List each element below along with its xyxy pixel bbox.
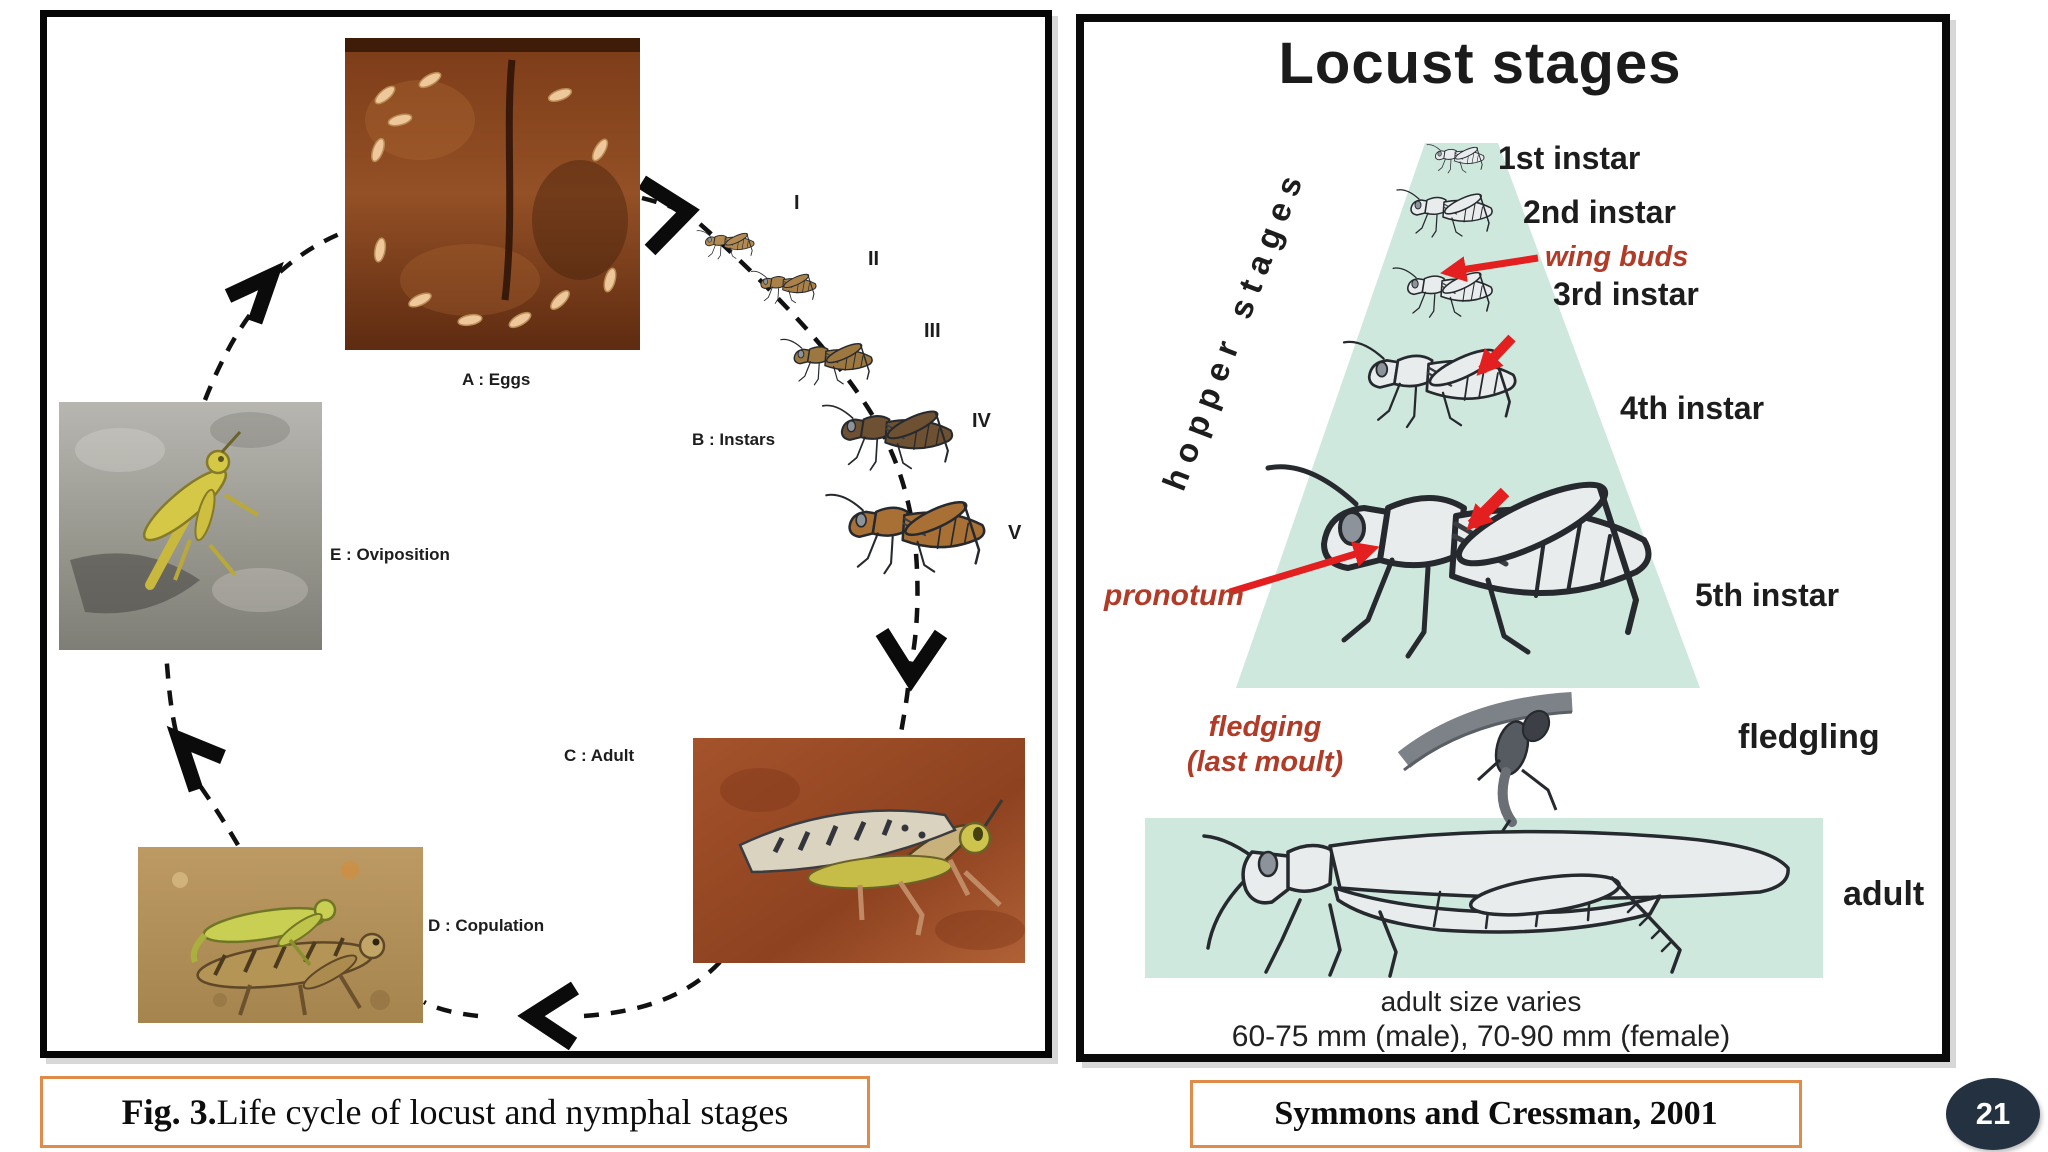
stage-1st-instar: 1st instar xyxy=(1498,140,1641,176)
size-note: adult size varies 60-75 mm (male), 70-90… xyxy=(1181,986,1781,1054)
label-copulation: D : Copulation xyxy=(428,916,545,935)
label-adult: C : Adult xyxy=(564,746,635,765)
fledging-note: fledging (last moult) xyxy=(1150,710,1380,780)
figure-caption: Fig. 3. Life cycle of locust and nymphal… xyxy=(40,1076,870,1148)
fledgling-label: fledgling xyxy=(1738,718,1880,756)
size-note-line1: adult size varies xyxy=(1380,986,1582,1017)
stage-4th-instar: 4th instar xyxy=(1620,390,1765,426)
size-note-line2: 60-75 mm (male), 70-90 mm (female) xyxy=(1231,1020,1731,1053)
numeral-5: V xyxy=(1008,522,1022,544)
pronotum-label: pronotum xyxy=(1104,579,1244,612)
numeral-3: III xyxy=(924,320,941,342)
stage-2nd-instar: 2nd instar xyxy=(1523,194,1676,230)
page-number-badge: 21 xyxy=(1946,1078,2040,1150)
right-panel-title: Locust stages xyxy=(1278,31,1682,96)
figure-caption-number: Fig. 3. xyxy=(121,1092,217,1132)
stage-5th-instar: 5th instar xyxy=(1695,577,1840,613)
wing-buds-label: wing buds xyxy=(1545,241,1689,273)
fledging-line2: (last moult) xyxy=(1186,745,1344,778)
label-oviposition: E : Oviposition xyxy=(330,545,450,564)
figure-caption-text: Life cycle of locust and nymphal stages xyxy=(216,1092,789,1132)
life-cycle-panel xyxy=(40,10,1052,1058)
numeral-4: IV xyxy=(972,410,991,432)
label-eggs: A : Eggs xyxy=(462,370,531,389)
adult-label: adult xyxy=(1843,875,1925,913)
label-instars: B : Instars xyxy=(692,430,776,449)
fledging-line1: fledging xyxy=(1208,711,1322,743)
stage-3rd-instar: 3rd instar xyxy=(1553,276,1699,312)
numeral-1: I xyxy=(794,192,800,214)
source-credit: Symmons and Cressman, 2001 xyxy=(1190,1080,1802,1148)
numeral-2: II xyxy=(868,248,880,270)
